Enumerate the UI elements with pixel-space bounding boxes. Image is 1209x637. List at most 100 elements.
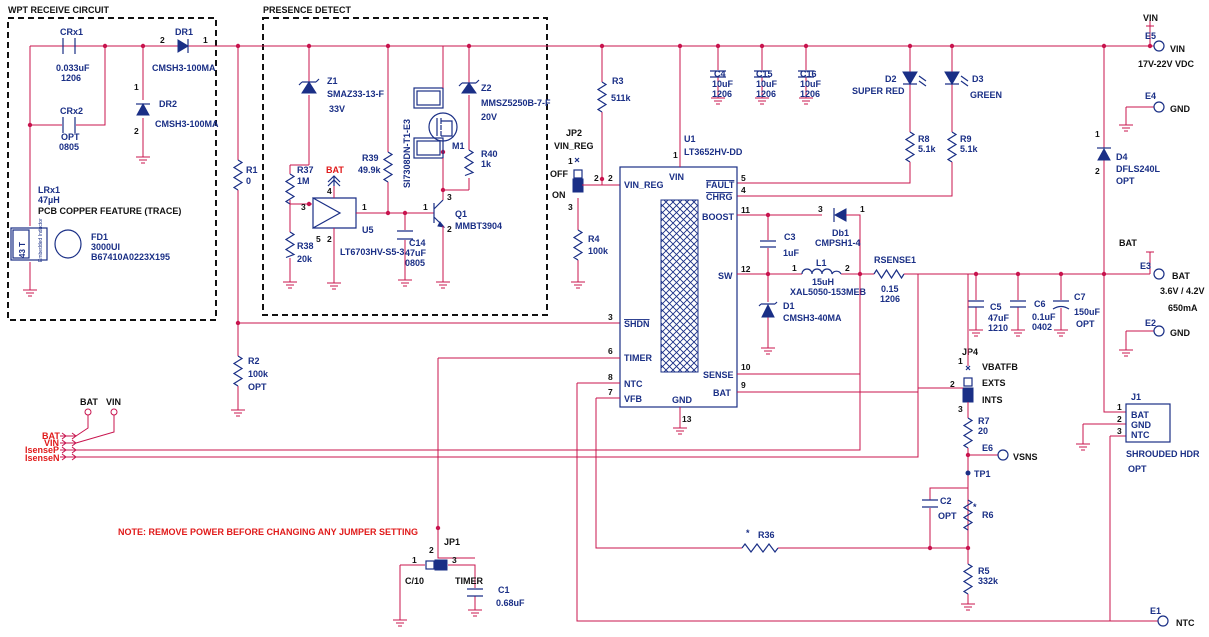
c5-capacitor: C5 47uF 1210 bbox=[968, 274, 1010, 337]
crx1-capacitor: CRx1 0.033uF 1206 bbox=[30, 27, 105, 83]
e6-terminal[interactable]: E6 VSNS bbox=[968, 443, 1038, 462]
e4-terminal[interactable]: E4 GND bbox=[1119, 91, 1191, 132]
svg-text:47uF: 47uF bbox=[988, 313, 1010, 323]
svg-text:1: 1 bbox=[958, 356, 963, 366]
tp1-testpoint[interactable]: TP1 bbox=[965, 469, 991, 479]
svg-text:VFB: VFB bbox=[624, 394, 643, 404]
svg-text:DR2: DR2 bbox=[159, 99, 177, 109]
c15-capacitor: C15 10uF 1206 bbox=[754, 46, 778, 105]
svg-text:M1: M1 bbox=[452, 141, 465, 151]
svg-text:GND: GND bbox=[1170, 328, 1191, 338]
svg-text:1: 1 bbox=[792, 263, 797, 273]
svg-text:10uF: 10uF bbox=[712, 79, 734, 89]
svg-text:20k: 20k bbox=[297, 254, 313, 264]
svg-text:C14: C14 bbox=[409, 238, 426, 248]
r9-resistor: R9 5.1k bbox=[737, 131, 979, 197]
sense-wire bbox=[82, 373, 861, 451]
z2-zener: Z2 MMSZ5250B-7-F 20V bbox=[443, 46, 551, 191]
e5-terminal[interactable]: E5 VIN 17V-22V VDC bbox=[1138, 31, 1195, 69]
svg-text:BAT: BAT bbox=[1119, 238, 1137, 248]
svg-text:5: 5 bbox=[316, 234, 321, 244]
svg-text:1: 1 bbox=[673, 150, 678, 160]
svg-text:1: 1 bbox=[1095, 129, 1100, 139]
jp2-jumper[interactable]: JP2 VIN_REG OFF ON 1 2 3 bbox=[550, 128, 620, 212]
jp4-jumper[interactable]: JP4 VBATFB EXTS INTS 1 2 3 bbox=[918, 274, 1018, 418]
svg-text:MMBT3904: MMBT3904 bbox=[455, 221, 502, 231]
e1-terminal[interactable]: E1 NTC bbox=[1150, 606, 1195, 628]
svg-text:1uF: 1uF bbox=[783, 248, 800, 258]
vin-net-flag: VIN bbox=[1143, 13, 1158, 27]
jp1-jumper[interactable]: JP1 1 2 3 C/10 TIMER bbox=[393, 537, 483, 627]
r5-resistor: R5 332k bbox=[961, 548, 999, 611]
svg-text:0805: 0805 bbox=[59, 142, 79, 152]
svg-text:3: 3 bbox=[452, 555, 457, 565]
svg-text:DFLS240L: DFLS240L bbox=[1116, 164, 1161, 174]
svg-text:10uF: 10uF bbox=[756, 79, 778, 89]
svg-text:3000UI: 3000UI bbox=[91, 242, 120, 252]
svg-text:47uF: 47uF bbox=[405, 248, 427, 258]
dr1-diode: DR1 CMSH3-100MA 2 1 bbox=[152, 27, 216, 73]
svg-text:*: * bbox=[973, 502, 977, 512]
r2-resistor: R2 100k OPT bbox=[231, 323, 269, 417]
r38-resistor: R38 20k bbox=[283, 231, 314, 289]
presence-detect-block bbox=[262, 17, 548, 316]
svg-text:INTS: INTS bbox=[982, 395, 1003, 405]
d4-diode: 1 2 D4 DFLS240L OPT bbox=[1095, 46, 1161, 274]
l1-inductor: L1 15uH XAL5050-153MEB 1 2 bbox=[737, 258, 874, 297]
svg-text:GND: GND bbox=[672, 395, 693, 405]
svg-text:3: 3 bbox=[1117, 426, 1122, 436]
svg-text:E4: E4 bbox=[1145, 91, 1156, 101]
svg-text:1206: 1206 bbox=[712, 89, 732, 99]
svg-text:C7: C7 bbox=[1074, 292, 1086, 302]
svg-text:2: 2 bbox=[429, 545, 434, 555]
svg-text:EXTS: EXTS bbox=[982, 378, 1006, 388]
svg-text:OFF: OFF bbox=[550, 169, 568, 179]
svg-text:Z2: Z2 bbox=[481, 83, 492, 93]
svg-text:LT3652HV-DD: LT3652HV-DD bbox=[684, 147, 743, 157]
svg-text:VIN: VIN bbox=[1143, 13, 1158, 23]
j1-shrouded-header[interactable]: J1 BAT GND NTC 1 2 3 SHROUDED HDR OPT bbox=[1076, 274, 1200, 474]
svg-text:1206: 1206 bbox=[756, 89, 776, 99]
e3-terminal[interactable]: E3 BAT 3.6V / 4.2V 650mA bbox=[1140, 261, 1205, 313]
svg-text:E5: E5 bbox=[1145, 31, 1156, 41]
svg-text:E1: E1 bbox=[1150, 606, 1161, 616]
e2-terminal[interactable]: E2 GND bbox=[1119, 318, 1191, 357]
r40-resistor: R40 1k bbox=[463, 149, 498, 177]
svg-text:NTC: NTC bbox=[624, 379, 643, 389]
q1-transistor: 1 3 2 Q1 MMBT3904 bbox=[420, 190, 502, 289]
svg-text:BAT: BAT bbox=[326, 165, 344, 175]
svg-text:511k: 511k bbox=[611, 93, 632, 103]
u5-comparator: 3 4 1 5 2 U5 LT6703HV-S5-3 bbox=[301, 186, 420, 290]
svg-text:CMSH3-100MA: CMSH3-100MA bbox=[152, 63, 216, 73]
svg-text:15uH: 15uH bbox=[812, 277, 834, 287]
r3-resistor: R3 511k bbox=[596, 46, 632, 185]
c2-capacitor: C2 OPT bbox=[922, 487, 968, 548]
svg-text:R39: R39 bbox=[362, 153, 379, 163]
svg-text:2: 2 bbox=[608, 173, 613, 183]
vin-rail bbox=[30, 20, 1151, 47]
svg-text:LT6703HV-S5-3: LT6703HV-S5-3 bbox=[340, 247, 404, 257]
svg-text:CMSH3-100MA: CMSH3-100MA bbox=[155, 119, 219, 129]
r4-resistor: R4 100k bbox=[571, 198, 609, 289]
svg-text:OPT: OPT bbox=[1076, 319, 1095, 329]
svg-text:SW: SW bbox=[718, 271, 733, 281]
svg-text:MMSZ5250B-7-F: MMSZ5250B-7-F bbox=[481, 98, 551, 108]
r7-resistor: R7 20 bbox=[962, 416, 990, 548]
svg-text:D4: D4 bbox=[1116, 152, 1128, 162]
svg-text:43 T: 43 T bbox=[18, 242, 27, 258]
svg-text:1: 1 bbox=[203, 35, 208, 45]
svg-text:13: 13 bbox=[682, 414, 692, 424]
svg-text:JP4: JP4 bbox=[962, 347, 978, 357]
svg-text:9: 9 bbox=[741, 380, 746, 390]
svg-text:150uF: 150uF bbox=[1074, 307, 1101, 317]
svg-text:GND: GND bbox=[1131, 420, 1152, 430]
svg-text:C5: C5 bbox=[990, 302, 1002, 312]
svg-text:BAT: BAT bbox=[80, 397, 98, 407]
svg-text:BAT: BAT bbox=[1172, 271, 1190, 281]
c6-capacitor: C6 0.1uF 0402 bbox=[1010, 274, 1056, 337]
svg-text:1206: 1206 bbox=[800, 89, 820, 99]
d3-led: D3 GREEN bbox=[944, 46, 1002, 132]
svg-text:TIMER: TIMER bbox=[624, 353, 652, 363]
svg-text:E3: E3 bbox=[1140, 261, 1151, 271]
